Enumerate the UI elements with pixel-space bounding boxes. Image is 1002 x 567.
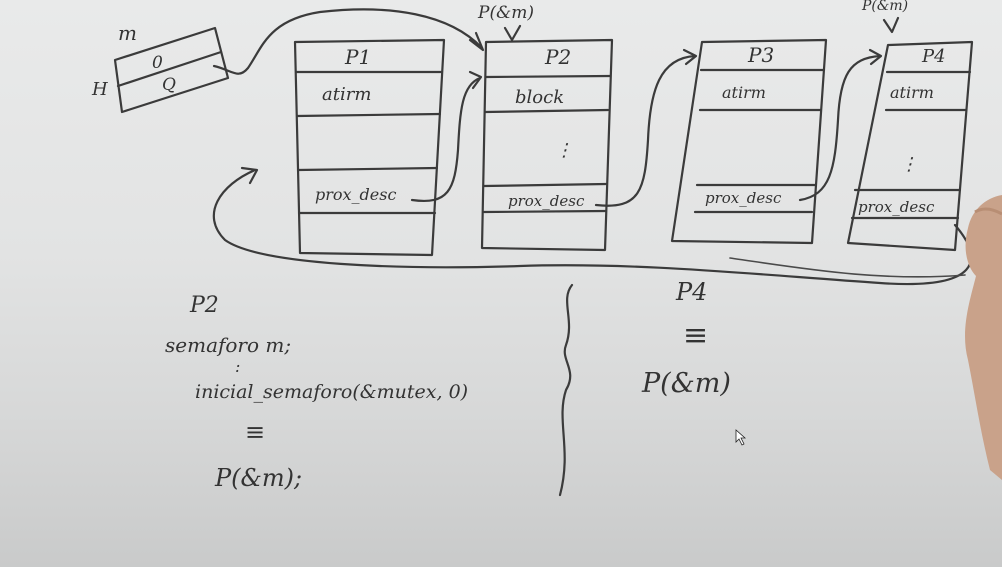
semaphore-value-cell: 0 [152, 53, 163, 73]
ellipsis-dots: ⋮ [900, 154, 918, 175]
arrowhead-p2-p3 [682, 48, 698, 66]
arrowhead-p1-p2 [468, 70, 483, 90]
wrap-link-stroke [729, 257, 966, 278]
bracket-divider [558, 283, 574, 497]
code-block-p2: P2 semaforo m; : inicial_semaforo(&mutex… [165, 293, 468, 492]
process-title-p4: P4 [921, 46, 946, 67]
arrowhead-p2 [468, 31, 485, 52]
annotation-arrow [503, 24, 522, 42]
process-title-p3: P3 [747, 43, 774, 67]
process-field-desc-p4: prox_desc [858, 198, 935, 216]
link-p2-to-p3 [594, 54, 697, 207]
semaphore-label-h: H [91, 79, 108, 100]
arrowhead-p3-p4 [868, 48, 883, 66]
code-title-p4: P4 [675, 278, 707, 306]
code-line: semaforo m; [165, 333, 291, 357]
link-p1-to-p2 [410, 76, 482, 202]
code-line: ≡ [683, 318, 708, 353]
code-line: ≡ [245, 418, 265, 446]
process-title-p1: P1 [344, 45, 371, 69]
process-annotation-p4: P(&m) [861, 0, 908, 14]
semaphore-label-m: m [118, 21, 137, 45]
code-line: inicial_semaforo(&mutex, 0) [195, 381, 468, 403]
ellipsis-dots: ⋮ [555, 140, 573, 161]
presenter-hand [965, 195, 1002, 480]
code-title-p2: P2 [189, 293, 219, 318]
semaphore-queue-cell: Q [162, 75, 176, 95]
process-block-p4: P4 atirm ⋮ prox_desc P(&m) [846, 0, 974, 252]
process-block-p1: P1 atirm prox_desc [293, 38, 446, 257]
arrowhead-p4-p1 [240, 166, 259, 185]
process-block-p2: P2 block ⋮ prox_desc P(&m) [477, 3, 614, 252]
process-annotation-p2: P(&m) [477, 3, 534, 23]
process-title-p2: P2 [544, 45, 571, 69]
process-field-top-p1: atirm [322, 84, 371, 105]
process-field-top-p2: block [515, 87, 564, 108]
code-block-p4: P4 ≡ P(&m) [641, 278, 731, 399]
code-line: P(&m) [641, 368, 731, 399]
code-line: P(&m); [214, 464, 302, 492]
process-field-top-p3: atirm [722, 83, 766, 102]
process-field-desc-p1: prox_desc [315, 185, 396, 204]
annotation-arrow [882, 16, 900, 34]
queue-arrow-to-p2 [212, 8, 484, 75]
link-p4-to-p1 [212, 168, 973, 286]
link-p3-to-p4 [798, 54, 882, 202]
process-field-top-p4: atirm [890, 83, 934, 102]
process-field-desc-p2: prox_desc [508, 192, 585, 210]
semaphore-box: m H 0 Q [91, 21, 230, 114]
mouse-cursor-icon [735, 429, 747, 446]
process-block-p3: P3 atirm prox_desc [670, 38, 828, 245]
code-line: : [235, 357, 240, 376]
process-field-desc-p3: prox_desc [705, 189, 782, 207]
